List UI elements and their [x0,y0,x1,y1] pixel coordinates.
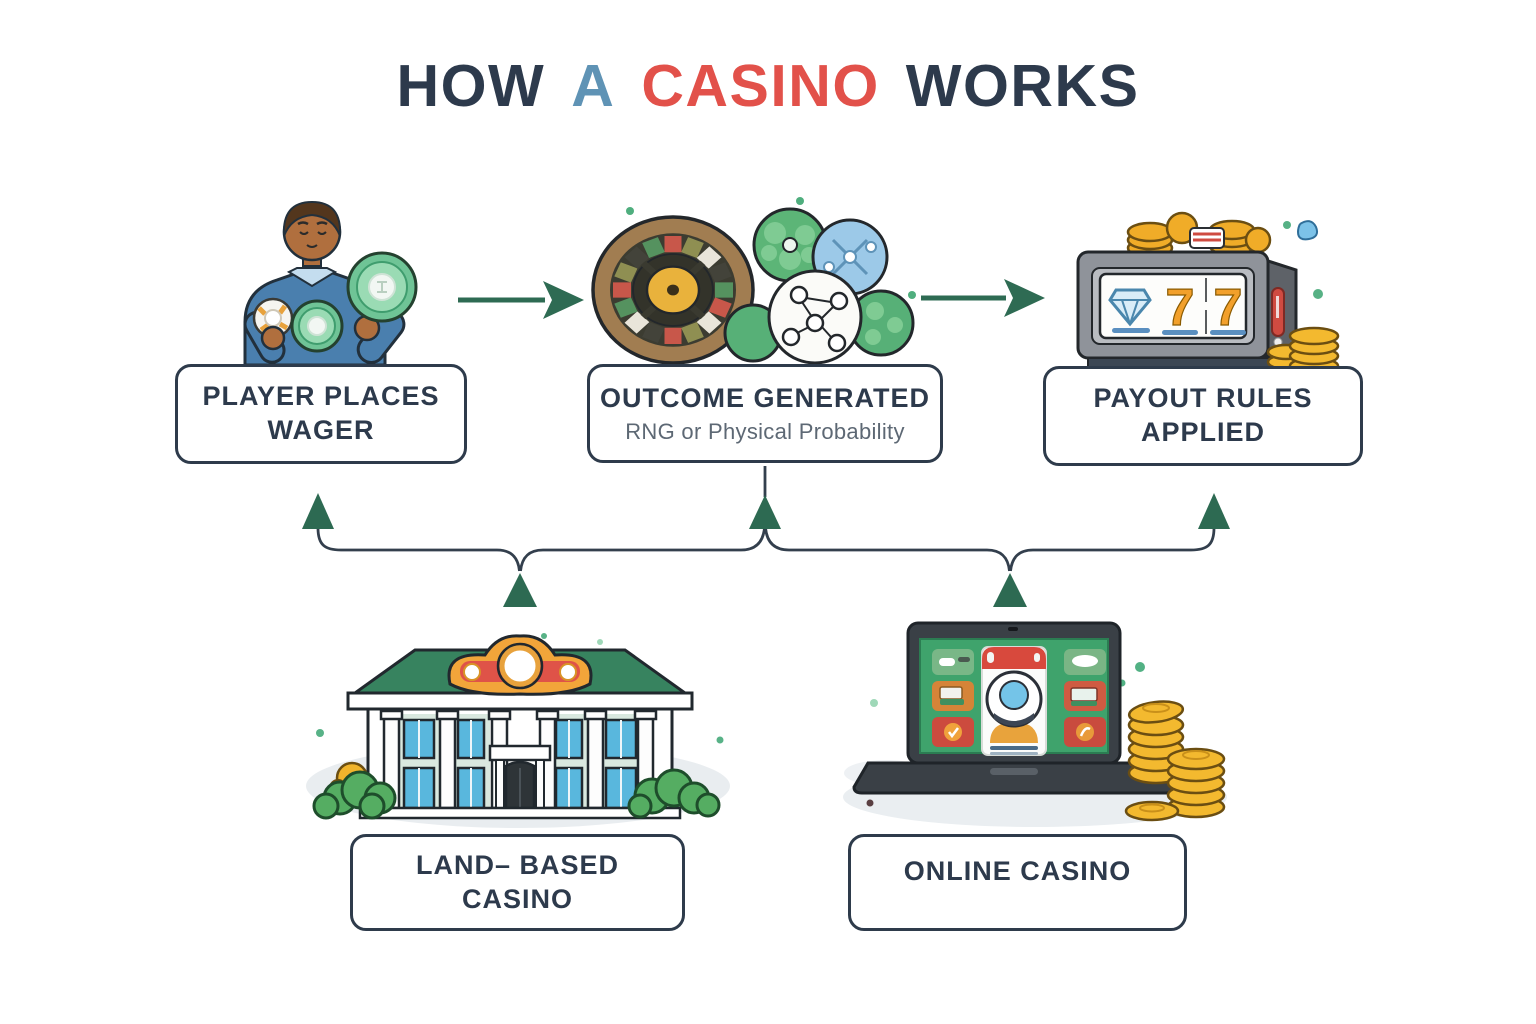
arrow-up-icon [1198,493,1230,529]
source-label: CASINO [461,883,573,914]
step-box-payout-rules-applied: PAYOUT RULES APPLIED [1043,366,1363,466]
arrow-up-icon [302,493,334,529]
page-title: HOW A CASINO WORKS [0,52,1536,120]
source-box-online-casino: ONLINE CASINO [848,834,1187,931]
player-chips-illustration [243,200,418,365]
step-label: PAYOUT RULES [1093,383,1313,414]
arrow-right-icon [1004,279,1045,317]
slot-reel-1: 7 [1166,279,1195,337]
source-label: LAND– BASED [415,849,620,880]
arrow-right-icon [543,281,584,319]
title-word-casino: CASINO [641,53,880,119]
step-box-player-places-wager: PLAYER PLACES WAGER [175,364,467,464]
title-word-a: A [571,53,616,119]
step-label: APPLIED [1140,417,1266,447]
casino-building-illustration [306,633,730,828]
slot-reel-2: 7 [1214,279,1243,337]
source-box-land-based-casino: LAND– BASED CASINO [350,834,685,931]
title-word-how: HOW [396,53,546,119]
online-casino-laptop-illustration [843,621,1227,827]
arrow-up-icon [749,495,781,529]
roulette-and-dice-illustration [591,197,916,365]
step-box-outcome-generated: OUTCOME GENERATED RNG or Physical Probab… [587,364,943,463]
source-label: ONLINE CASINO [903,856,1132,886]
step-label: OUTCOME GENERATED [599,383,930,414]
step-label: WAGER [267,415,375,445]
title-word-works: WORKS [905,53,1140,119]
step-sublabel: RNG or Physical Probability [625,418,905,444]
step-label: PLAYER PLACES [202,381,440,412]
slot-machine-illustration: 7 7 [1076,211,1340,375]
arrow-up-icon [503,573,537,607]
arrow-up-icon [993,573,1027,607]
